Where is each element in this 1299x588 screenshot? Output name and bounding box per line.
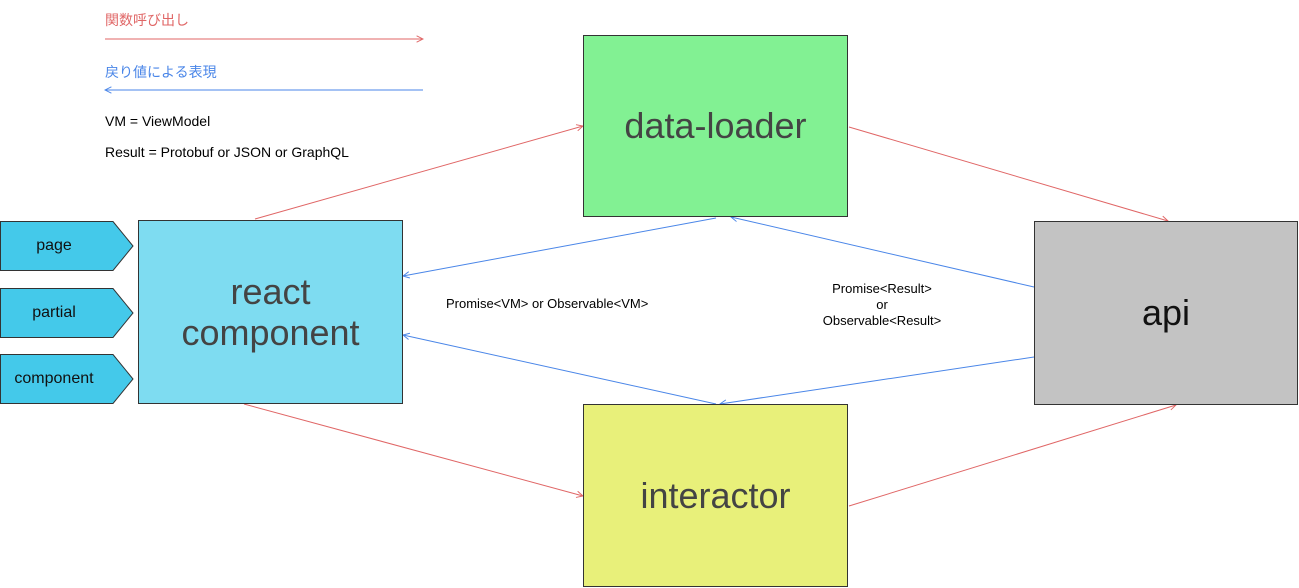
react-component-label: react component [181,271,359,354]
api-label: api [1141,292,1191,334]
result-return-line3: Observable<Result> [822,313,942,328]
tag-component: component [0,354,134,404]
edge-react-to-interactor [243,403,583,496]
tag-page-shape [0,221,134,271]
react-label-line1: react [230,270,311,312]
legend-call-label: 関数呼び出し [105,12,189,28]
edge-data-loader-to-api [848,126,1168,221]
tag-component-label: component [14,370,94,387]
legend-return-label: 戻り値による表現 [105,64,217,80]
tag-page: page [0,221,134,271]
tag-page-label: page [36,237,72,254]
tag-partial: partial [0,288,134,338]
vm-return-label: Promise<VM> or Observable<VM> [446,296,649,311]
result-return-line2: or [876,297,888,312]
data-loader-label: data-loader [624,105,807,147]
edge-interactor-to-api [848,405,1176,507]
legend-result-note: Result = Protobuf or JSON or GraphQL [105,144,349,160]
react-label-line2: component [181,312,360,353]
result-return-line1: Promise<Result> [832,281,932,296]
edge-api-return-to-interactor [720,356,1035,404]
interactor-label: interactor [640,474,791,516]
react-component-node: react component [138,220,403,404]
interactor-node: interactor [583,404,848,587]
result-return-label: Promise<Result> or Observable<Result> [812,281,952,329]
tag-component-shape [0,354,134,404]
tag-partial-label: partial [32,304,76,321]
api-node: api [1034,221,1298,405]
tag-partial-shape [0,288,134,338]
edge-interactor-return-to-react [403,335,717,405]
data-loader-node: data-loader [583,35,848,217]
legend-vm-note: VM = ViewModel [105,113,211,129]
edge-data-loader-return-to-react [403,217,717,276]
edge-react-to-data-loader [254,126,583,220]
edge-api-return-to-data-loader [731,217,1035,288]
